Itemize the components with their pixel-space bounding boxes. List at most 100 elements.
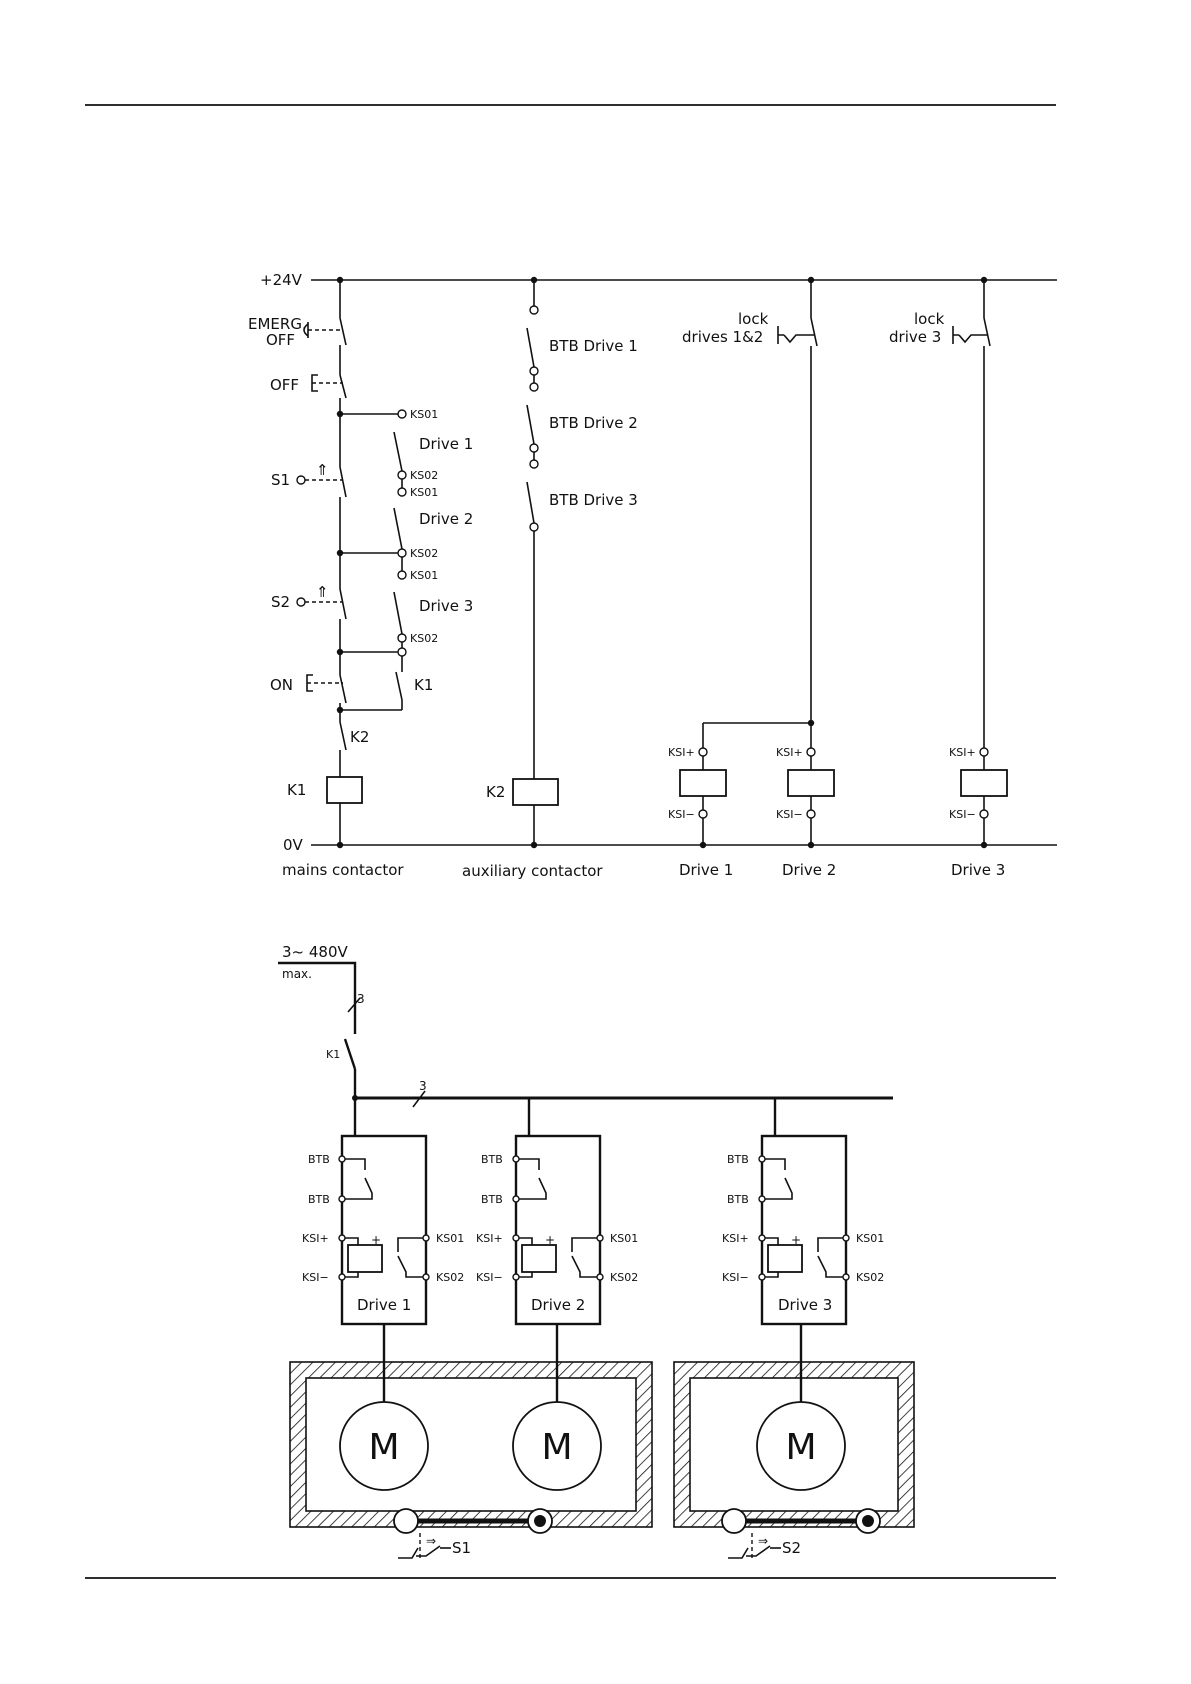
mushroom-button-icon xyxy=(303,322,309,338)
k2-coil xyxy=(512,778,559,806)
ksi-plus-terminal-label: KSI+ xyxy=(302,1232,329,1245)
ks01-terminal-label: KS01 xyxy=(856,1232,884,1245)
drive3-module-label: Drive 3 xyxy=(778,1296,832,1314)
ks01-terminal-label: KS01 xyxy=(610,1232,638,1245)
ksi-minus-label: KSI− xyxy=(949,808,976,821)
supply-plus-label: +24V xyxy=(260,271,303,289)
k2-coil-label: K2 xyxy=(486,783,505,801)
s2-label: S2 xyxy=(271,593,290,611)
motor-label: M xyxy=(541,1427,572,1468)
motor-label: M xyxy=(785,1427,816,1468)
supply-zero-label: 0V xyxy=(283,836,304,854)
drive1-module: BTB BTB KSI+ KSI− KS01 KS02 + Drive 1 xyxy=(302,1134,464,1326)
door-switch-arrow-icon: ⇒ xyxy=(758,1534,768,1548)
ks01-terminal-label: KS01 xyxy=(436,1232,464,1245)
k1-coil-label: K1 xyxy=(287,781,306,799)
ksi-minus-terminal-label: KSI− xyxy=(302,1271,329,1284)
k2-contact-label: K2 xyxy=(350,728,369,746)
lock12-line2-label: drives 1&2 xyxy=(682,328,763,346)
btb-terminal-label: BTB xyxy=(308,1153,330,1166)
k1-power-label: K1 xyxy=(326,1048,340,1061)
ks01-label: KS01 xyxy=(410,569,438,582)
drive2-module: BTB BTB KSI+ KSI− KS01 KS02 + Drive 2 xyxy=(476,1134,638,1326)
k1-coil xyxy=(326,776,363,804)
lock-switch-icon xyxy=(777,326,814,344)
lock12-line1-label: lock xyxy=(738,310,769,328)
drive2-module-label: Drive 2 xyxy=(531,1296,585,1314)
key-arrow-icon: ⇑ xyxy=(316,583,329,601)
supply-max-label: max. xyxy=(282,967,312,981)
ks02-label: KS02 xyxy=(410,469,438,482)
ks02-terminal-label: KS02 xyxy=(856,1271,884,1284)
k1-hold-label: K1 xyxy=(414,676,433,694)
motor-2 xyxy=(512,1401,602,1491)
motor-3 xyxy=(756,1401,846,1491)
ksi-plus-label: KSI+ xyxy=(668,746,695,759)
btb-terminal-label: BTB xyxy=(481,1153,503,1166)
ks-drive2-label: Drive 2 xyxy=(419,510,473,528)
btb-terminal-label: BTB xyxy=(727,1193,749,1206)
ks01-label: KS01 xyxy=(410,486,438,499)
drive2-column-label: Drive 2 xyxy=(782,861,836,879)
drive1-column-label: Drive 1 xyxy=(679,861,733,879)
drive1-ksi-coil xyxy=(679,769,727,797)
safety-guard-2: M ⇒ S2 xyxy=(673,1324,915,1559)
plus-sign: + xyxy=(371,1233,381,1247)
plus-sign: + xyxy=(791,1233,801,1247)
supply-label: 3~ 480V xyxy=(282,943,349,961)
ks-drive3-label: Drive 3 xyxy=(419,597,473,615)
s1-door-switch-label: S1 xyxy=(452,1539,471,1557)
drive3-module: BTB BTB KSI+ KSI− KS01 KS02 + Drive 3 xyxy=(722,1134,884,1326)
motor-label: M xyxy=(368,1427,399,1468)
door-hinge xyxy=(721,1508,747,1534)
ksi-plus-label: KSI+ xyxy=(949,746,976,759)
bus-phase-count-label: 3 xyxy=(419,1079,427,1093)
ks01-label: KS01 xyxy=(410,408,438,421)
ks-drive1-label: Drive 1 xyxy=(419,435,473,453)
emerg-label: EMERG. xyxy=(248,315,307,333)
lock3-line2-label: drive 3 xyxy=(889,328,941,346)
on-label: ON xyxy=(270,676,293,694)
emerg-off-label: OFF xyxy=(266,331,295,349)
btb-terminal-label: BTB xyxy=(727,1153,749,1166)
power-diagram: 3~ 480V max. 3 K1 3 BTB BTB KSI+ KSI− xyxy=(278,943,915,1559)
drive12-ksi-branch: lock drives 1&2 KSI+ KSI− Drive 1 KSI+ K… xyxy=(668,280,836,879)
ksi-minus-label: KSI− xyxy=(776,808,803,821)
ksi-plus-terminal-label: KSI+ xyxy=(476,1232,503,1245)
ksi-plus-terminal-label: KSI+ xyxy=(722,1232,749,1245)
mains-contactor-branch: EMERG. OFF OFF ⇑ S1 ⇑ S2 xyxy=(248,280,473,879)
drive2-ksi-coil xyxy=(787,769,835,797)
btb-terminal-label: BTB xyxy=(308,1193,330,1206)
drive3-column-label: Drive 3 xyxy=(951,861,1005,879)
off-label: OFF xyxy=(270,376,299,394)
s2-door-switch-label: S2 xyxy=(782,1539,801,1557)
plus-sign: + xyxy=(545,1233,555,1247)
lock3-line1-label: lock xyxy=(914,310,945,328)
key-arrow-icon: ⇑ xyxy=(316,461,329,479)
mains-contactor-label: mains contactor xyxy=(282,861,404,879)
ksi-minus-terminal-label: KSI− xyxy=(476,1271,503,1284)
ks02-label: KS02 xyxy=(410,632,438,645)
drive1-module-label: Drive 1 xyxy=(357,1296,411,1314)
drive3-ksi-coil xyxy=(960,769,1008,797)
door-hinge xyxy=(393,1508,419,1534)
btb-drive1-label: BTB Drive 1 xyxy=(549,337,638,355)
auxiliary-contactor-branch: BTB Drive 1 BTB Drive 2 BTB Drive 3 K2 a… xyxy=(462,280,638,880)
ksi-minus-terminal-label: KSI− xyxy=(722,1271,749,1284)
drive3-ksi-branch: lock drive 3 KSI+ KSI− Drive 3 xyxy=(889,280,1008,879)
door-switch-arrow-icon: ⇒ xyxy=(426,1534,436,1548)
phase-count-label: 3 xyxy=(357,992,365,1006)
ks02-terminal-label: KS02 xyxy=(436,1271,464,1284)
btb-terminal-label: BTB xyxy=(481,1193,503,1206)
btb-drive2-label: BTB Drive 2 xyxy=(549,414,638,432)
motor-1 xyxy=(339,1401,429,1491)
btb-drive3-label: BTB Drive 3 xyxy=(549,491,638,509)
s1-label: S1 xyxy=(271,471,290,489)
auxiliary-contactor-label: auxiliary contactor xyxy=(462,862,603,880)
ks02-terminal-label: KS02 xyxy=(610,1271,638,1284)
safety-guard-1: M M ⇒ S1 xyxy=(289,1324,653,1559)
ksi-minus-label: KSI− xyxy=(668,808,695,821)
lock-switch-icon xyxy=(952,326,987,344)
ksi-plus-label: KSI+ xyxy=(776,746,803,759)
